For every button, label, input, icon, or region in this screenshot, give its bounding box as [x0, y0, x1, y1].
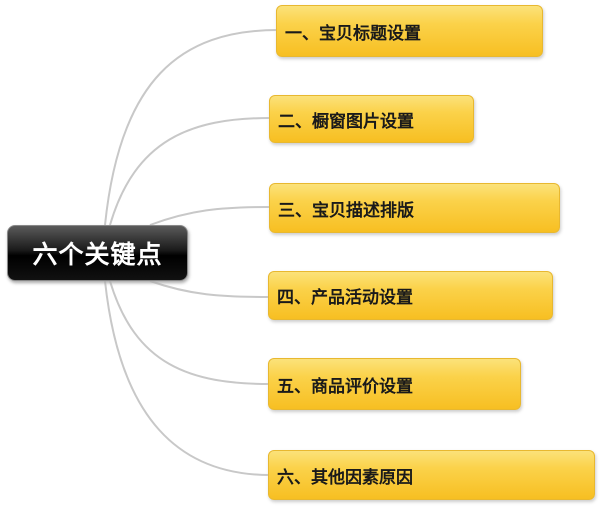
branch-node-2[interactable]: 二、橱窗图片设置 [269, 95, 474, 143]
connector-3 [149, 206, 271, 226]
branch-node-1[interactable]: 一、宝贝标题设置 [276, 5, 543, 57]
connector-5 [109, 280, 271, 385]
branch-node-5[interactable]: 五、商品评价设置 [268, 358, 521, 410]
connector-1 [104, 29, 279, 226]
branch-node-4[interactable]: 四、产品活动设置 [268, 271, 553, 320]
branch-node-3[interactable]: 三、宝贝描述排版 [269, 183, 560, 233]
connector-2 [109, 117, 271, 226]
connector-6 [104, 280, 271, 476]
connector-4 [149, 280, 271, 298]
central-topic[interactable]: 六个关键点 [7, 225, 188, 281]
branch-node-6[interactable]: 六、其他因素原因 [268, 450, 595, 500]
